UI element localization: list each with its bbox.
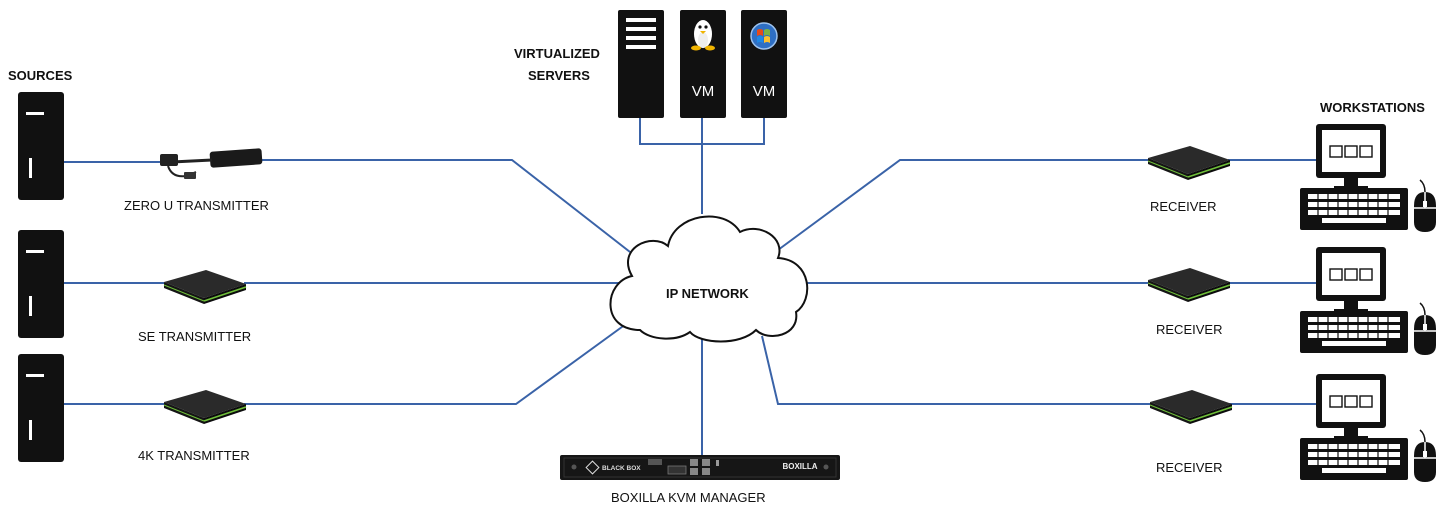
source-computer-3 — [18, 354, 64, 462]
receiver-device-3 — [1149, 389, 1233, 425]
source-computer-2 — [18, 230, 64, 338]
receiver-label-3: RECEIVER — [1156, 460, 1223, 475]
ip-network-cloud — [609, 215, 809, 343]
workstations-header: WORKSTATIONS — [1320, 100, 1425, 115]
keyboard-icon — [1299, 437, 1409, 481]
manager-maker-text: BLACK BOX — [602, 465, 641, 472]
monitor-icon — [1315, 373, 1387, 441]
windows-logo-icon — [750, 22, 778, 50]
receiver-label-2: RECEIVER — [1156, 322, 1223, 337]
mouse-icon — [1413, 429, 1437, 483]
boxilla-kvm-manager-device: BLACK BOX BOXILLA — [560, 455, 840, 480]
se-transmitter-label: SE TRANSMITTER — [138, 329, 252, 344]
linux-vm-server: VM — [680, 10, 726, 118]
monitor-icon — [1315, 123, 1387, 191]
ip-network-label: IP NETWORK — [666, 286, 749, 301]
mouse-icon — [1413, 302, 1437, 356]
keyboard-icon — [1299, 187, 1409, 231]
monitor-icon — [1315, 246, 1387, 314]
workstation-2 — [1299, 246, 1437, 356]
link-zero-u-to-cloud — [262, 159, 631, 253]
vm-label-2: VM — [753, 83, 776, 100]
source-computer-1 — [18, 92, 64, 200]
link-cloud-to-receiver-3 — [761, 335, 1150, 405]
workstation-3 — [1299, 373, 1437, 483]
physical-server — [618, 10, 664, 118]
4k-transmitter-label: 4K TRANSMITTER — [138, 448, 250, 463]
se-transmitter-device — [163, 269, 247, 305]
virtualized-servers-header-line1: VIRTUALIZED — [514, 46, 600, 61]
zero-u-transmitter-device — [160, 148, 263, 179]
windows-vm-server: VM — [741, 10, 787, 118]
linux-penguin-icon — [691, 20, 715, 51]
mouse-icon — [1413, 179, 1437, 233]
link-cloud-to-receiver-1 — [777, 159, 1148, 251]
virtualized-servers-header-line2: SERVERS — [528, 68, 590, 83]
4k-transmitter-device — [163, 389, 247, 425]
link-4k-to-cloud — [244, 323, 627, 405]
receiver-label-1: RECEIVER — [1150, 199, 1217, 214]
workstation-1 — [1299, 123, 1437, 233]
boxilla-manager-label: BOXILLA KVM MANAGER — [611, 490, 766, 505]
receiver-device-1 — [1147, 145, 1231, 181]
manager-brand-text: BOXILLA — [782, 462, 817, 471]
receiver-device-2 — [1147, 267, 1231, 303]
network-links — [64, 116, 1316, 456]
zero-u-transmitter-label: ZERO U TRANSMITTER — [124, 198, 269, 213]
vm-label-1: VM — [692, 83, 715, 100]
keyboard-icon — [1299, 310, 1409, 354]
sources-header: SOURCES — [8, 68, 73, 83]
